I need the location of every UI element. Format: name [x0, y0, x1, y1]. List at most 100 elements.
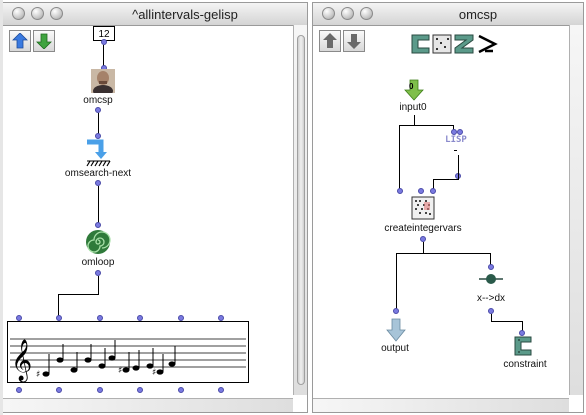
connection — [58, 294, 99, 295]
lisp-inlet[interactable] — [451, 129, 457, 135]
x-dx-box[interactable] — [479, 272, 503, 286]
minimize-button[interactable] — [31, 7, 44, 20]
score-inlet[interactable] — [16, 315, 22, 321]
omsearch-next-outlet[interactable] — [95, 180, 101, 186]
window-titlebar[interactable]: omcsp — [313, 3, 583, 26]
lisp-inlet[interactable] — [457, 129, 463, 135]
constraint-label: constraint — [503, 359, 547, 370]
up-arrow-button[interactable] — [319, 30, 341, 52]
createintegervars-inlet[interactable] — [397, 188, 403, 194]
lisp-box[interactable]: LISP — [443, 135, 469, 149]
connection — [98, 186, 99, 226]
close-button[interactable] — [322, 7, 335, 20]
window-title: omcsp — [458, 7, 498, 22]
zoom-button[interactable] — [50, 7, 63, 20]
score-outlet[interactable] — [218, 387, 224, 393]
number-box-outlet[interactable] — [101, 39, 107, 45]
createintegervars-box[interactable] — [411, 196, 435, 220]
constraint-c-icon — [514, 336, 532, 356]
treble-clef-icon: 𝄞 — [11, 339, 32, 382]
up-arrow-button[interactable] — [9, 30, 31, 52]
score-outlet[interactable] — [97, 387, 103, 393]
horizontal-scrollbar[interactable] — [3, 398, 293, 412]
constraint-inlet[interactable] — [519, 330, 525, 336]
output-inlet[interactable] — [393, 308, 399, 314]
red-up-arrow-icon — [12, 33, 28, 49]
connection — [98, 276, 99, 294]
score-outlet[interactable] — [178, 387, 184, 393]
omcsp-outlet[interactable] — [95, 107, 101, 113]
score-inlet[interactable] — [178, 315, 184, 321]
omsearch-next-box[interactable] — [85, 139, 111, 167]
createintegervars-outlet[interactable] — [420, 236, 426, 242]
down-arrow-button[interactable] — [343, 30, 365, 52]
createintegervars-inlet[interactable] — [430, 188, 436, 194]
x-dx-outlet[interactable] — [488, 308, 494, 314]
score-outlet[interactable] — [56, 387, 62, 393]
output-arrow-icon — [386, 318, 406, 342]
score-inlet[interactable] — [137, 315, 143, 321]
connection — [423, 242, 424, 253]
user-photo-icon — [91, 69, 115, 97]
connection — [399, 125, 400, 189]
omsearch-next-inlet[interactable] — [95, 133, 101, 139]
omcsp-box[interactable] — [91, 69, 115, 97]
connection — [103, 45, 104, 69]
green-down-arrow-icon — [36, 33, 52, 49]
omloop-outlet[interactable] — [95, 270, 101, 276]
score-inlet[interactable] — [218, 315, 224, 321]
omloop-inlet[interactable] — [95, 222, 101, 228]
connection — [458, 155, 459, 179]
connection — [453, 125, 454, 132]
sharps: ♯♯♯ — [36, 366, 156, 380]
input0-index: 0 — [409, 82, 414, 91]
score-editor-box[interactable]: 𝄞 ♯♯♯ — [7, 321, 249, 383]
output-box[interactable] — [385, 318, 407, 342]
connection — [491, 321, 523, 322]
x-dx-label: x-->dx — [476, 293, 506, 304]
down-arrow-button[interactable] — [33, 30, 55, 52]
horizontal-scrollbar[interactable] — [313, 398, 569, 412]
vertical-scrollbar[interactable] — [293, 25, 307, 395]
output-label: output — [381, 343, 409, 354]
connection — [423, 253, 491, 254]
connection — [396, 253, 424, 254]
window-titlebar[interactable]: ^allintervals-gelisp — [3, 3, 307, 26]
connection — [414, 125, 454, 126]
createintegervars-label: createintegervars — [384, 223, 462, 234]
spiral-icon — [86, 230, 111, 254]
background-window-edge — [0, 0, 3, 415]
createintegervars-inlet[interactable] — [418, 188, 424, 194]
close-button[interactable] — [12, 7, 25, 20]
score-inlet[interactable] — [97, 315, 103, 321]
input-arrow-icon — [404, 79, 424, 101]
omsearch-next-label: omsearch-next — [64, 168, 132, 179]
input0-box[interactable] — [403, 79, 425, 101]
scroll-thumb[interactable] — [297, 35, 305, 385]
svg-text:♯: ♯ — [152, 368, 156, 378]
minimize-button[interactable] — [341, 7, 354, 20]
omloop-label: omloop — [81, 257, 115, 268]
vertical-scrollbar[interactable] — [569, 25, 583, 395]
matrix-icon — [411, 196, 435, 220]
score-outlet[interactable] — [16, 387, 22, 393]
score-inlet[interactable] — [56, 315, 62, 321]
omcsp-logo — [409, 31, 509, 57]
connection — [433, 179, 434, 191]
omcsp-label: omcsp — [83, 95, 113, 106]
omloop-box[interactable] — [85, 229, 111, 255]
input0-label: input0 — [399, 102, 427, 113]
grey-up-arrow-icon — [323, 33, 337, 48]
zoom-button[interactable] — [360, 7, 373, 20]
score-outlet[interactable] — [137, 387, 143, 393]
constraint-box[interactable] — [512, 335, 534, 357]
connection — [433, 179, 459, 180]
function-node-icon — [479, 274, 503, 284]
connection — [491, 314, 492, 321]
x-dx-inlet[interactable] — [488, 264, 494, 270]
patch-window-allintervals: ^allintervals-gelisp 12 omcsp — [2, 2, 308, 413]
svg-text:♯: ♯ — [118, 366, 122, 376]
corner-arrow-icon — [86, 139, 111, 167]
lisp-icon: LISP — [445, 135, 467, 145]
connection — [58, 294, 59, 317]
